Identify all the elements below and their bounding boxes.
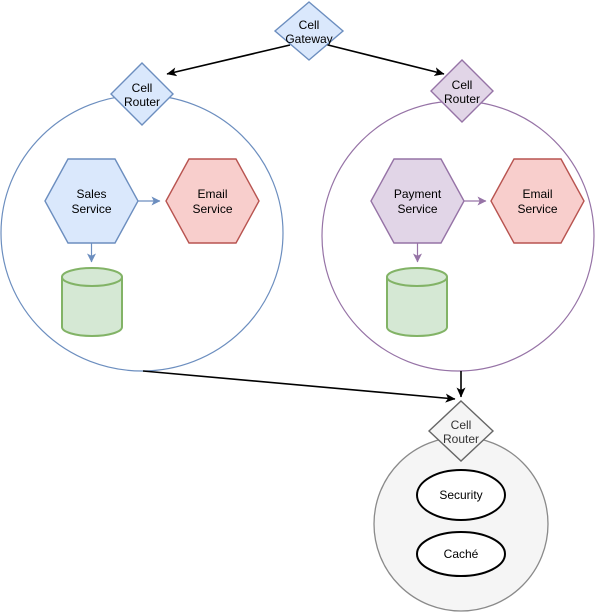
email-service-left-label-line1: Email (197, 187, 227, 201)
email-service-left-label-line2: Service (192, 202, 232, 216)
cache-node: Caché (416, 531, 506, 577)
cell-router-shared-diamond (427, 400, 495, 462)
security-node: Security (416, 469, 506, 521)
cache-ellipse (416, 531, 506, 577)
email-service-right-label-line2: Service (517, 202, 557, 216)
sales-service-hexagon (44, 158, 139, 244)
email-service-right-label-line1: Email (522, 187, 552, 201)
cell-router-right-node: Cell Router (430, 59, 494, 123)
cell-router-right-label-line1: Cell (452, 78, 473, 92)
cell-router-shared-label-line1: Cell (451, 418, 472, 432)
security-label: Security (439, 488, 482, 502)
cell-router-left-label-line1: Cell (132, 81, 153, 95)
database-cylinder-right-top (386, 267, 448, 287)
email-service-right-hexagon (490, 158, 585, 244)
database-cylinder-left (61, 267, 123, 337)
edge-gateway-to-left-router (166, 44, 291, 77)
email-service-left-hexagon (165, 158, 260, 244)
cell-router-left-diamond (110, 62, 174, 126)
payment-service-label-line1: Payment (394, 187, 442, 201)
edge-gateway-to-right-router (327, 44, 445, 77)
shared-cell-boundary-circle (373, 436, 549, 612)
database-cylinder-left-top (61, 267, 123, 287)
database-cylinder-right (386, 267, 448, 337)
cell-router-right-label-line2: Router (444, 92, 480, 106)
sales-service-label-line2: Service (71, 202, 111, 216)
sales-service-label-line1: Sales (76, 187, 106, 201)
cache-label: Caché (444, 547, 479, 561)
email-service-left-node: Email Service (165, 158, 260, 244)
cell-router-left-node: Cell Router (110, 62, 174, 126)
cell-gateway-diamond (273, 1, 345, 61)
cell-router-right-diamond (430, 59, 494, 123)
cell-router-shared-label-line2: Router (443, 432, 479, 446)
security-ellipse (416, 469, 506, 521)
database-cylinder-right-body (386, 277, 448, 337)
edge-left-cell-to-shared-router (142, 370, 456, 403)
cell-router-shared-node: Cell Router (427, 400, 495, 462)
database-cylinder-left-body (61, 277, 123, 337)
cell-gateway-label-line1: Cell (299, 18, 320, 32)
sales-service-node: Sales Service (44, 158, 139, 244)
cell-gateway-node: Cell Gateway (273, 1, 345, 61)
payment-service-hexagon (370, 158, 465, 244)
payment-service-node: Payment Service (370, 158, 465, 244)
email-service-right-node: Email Service (490, 158, 585, 244)
cell-gateway-label-line2: Gateway (285, 32, 332, 46)
payment-service-label-line2: Service (397, 202, 437, 216)
cell-router-left-label-line2: Router (124, 95, 160, 109)
